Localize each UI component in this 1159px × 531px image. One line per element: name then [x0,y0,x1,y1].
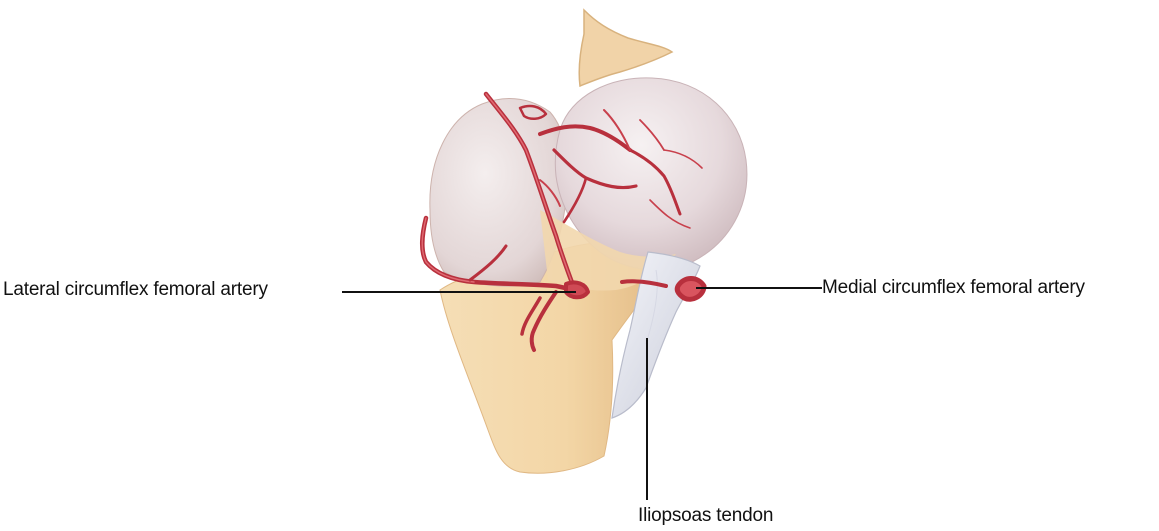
lateral-circumflex-femoral-artery-label: Lateral circumflex femoral artery [3,280,268,300]
medial-circumflex-femoral-artery-label: Medial circumflex femoral artery [822,278,1085,298]
iliopsoas-tendon-label: Iliopsoas tendon [638,506,773,526]
acetabulum-fragment [579,10,672,86]
